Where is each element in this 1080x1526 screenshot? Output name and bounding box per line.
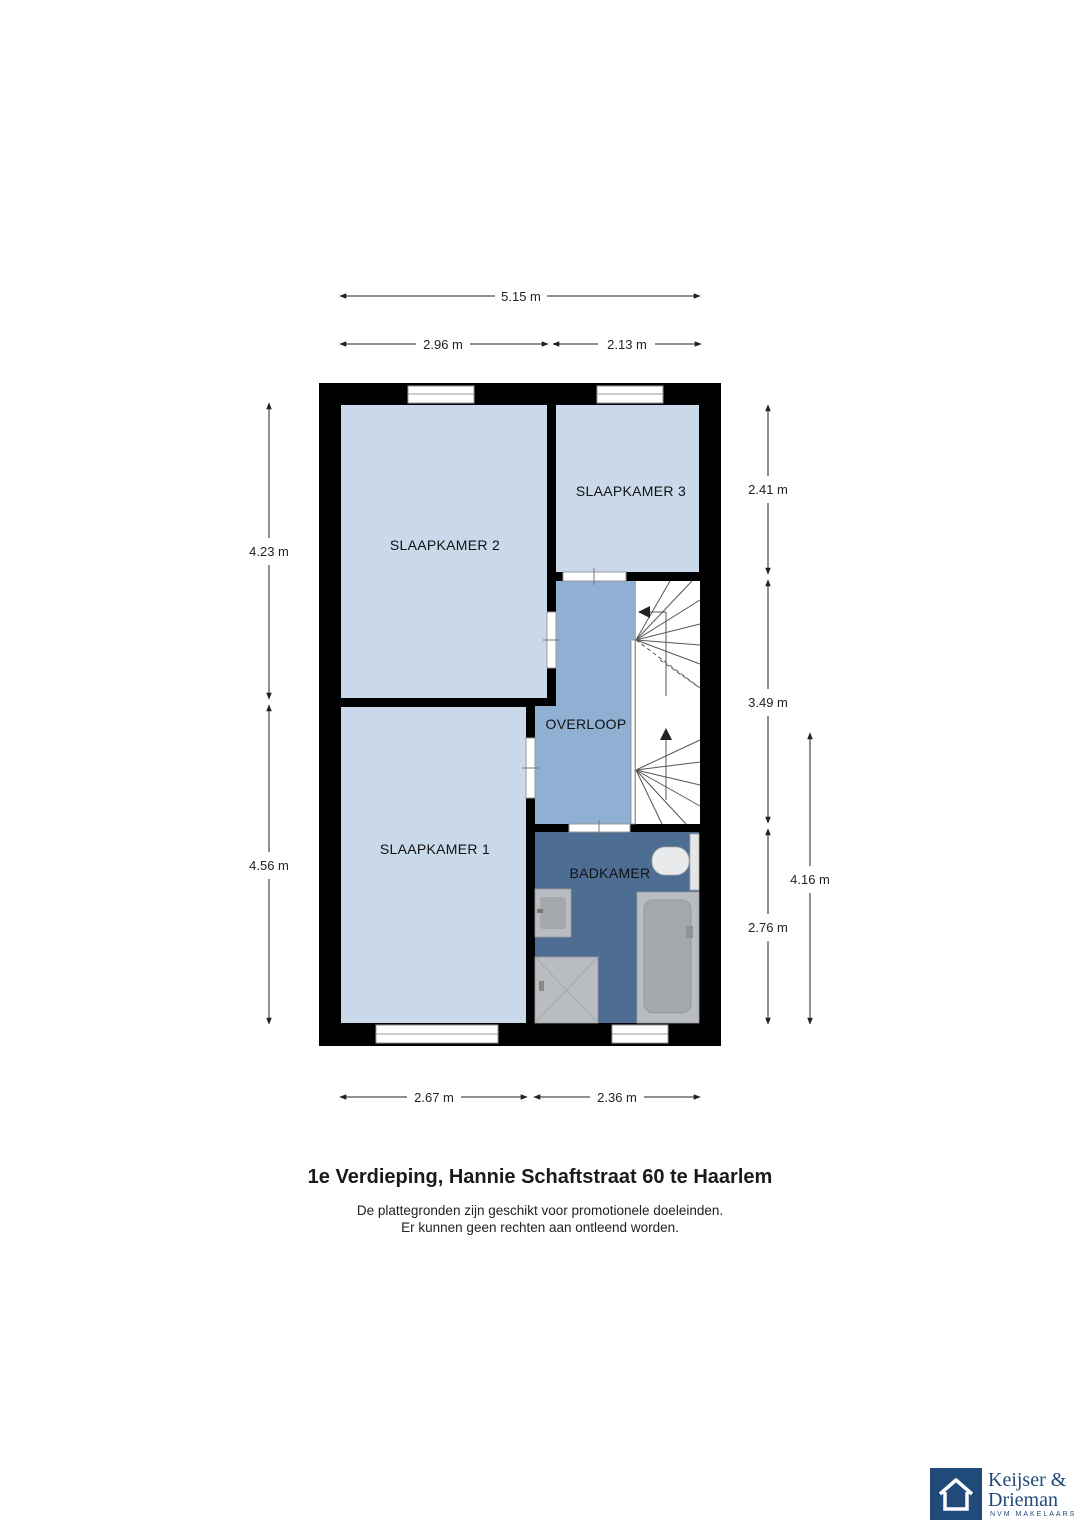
- dimension-right-outer: 4.16 m: [790, 732, 830, 1025]
- dimension-label: 5.15 m: [501, 289, 541, 304]
- dimension-right-lower: 2.76 m: [748, 828, 788, 1025]
- dimension-bottom-right: 2.36 m: [533, 1090, 701, 1105]
- room-slaapkamer-1: [341, 707, 526, 1023]
- shower-icon: [534, 956, 599, 1024]
- dimension-top-left: 2.96 m: [339, 337, 549, 352]
- dimension-top-right: 2.13 m: [552, 337, 702, 352]
- dimension-bottom-left: 2.67 m: [339, 1090, 528, 1105]
- dimension-label: 2.96 m: [423, 337, 463, 352]
- room-slaapkamer-2: [341, 405, 547, 698]
- dimension-label: 2.13 m: [607, 337, 647, 352]
- room-overloop: [556, 581, 636, 706]
- room-label-slaapkamer-2: SLAAPKAMER 2: [390, 537, 500, 553]
- stair-arrow-icon: [660, 728, 672, 740]
- logo-line-2: Drieman: [988, 1489, 1058, 1511]
- logo-subtitle: NVM MAKELAARS: [990, 1511, 1077, 1518]
- dimension-label: 4.23 m: [249, 544, 289, 559]
- dimension-left-lower: 4.56 m: [249, 704, 289, 1025]
- room-slaapkamer-3: [556, 405, 699, 572]
- bathtub-icon: [636, 891, 700, 1024]
- dimension-label: 2.41 m: [748, 482, 788, 497]
- brand-logo: Keijser & Drieman NVM MAKELAARS: [930, 1468, 1075, 1520]
- dimension-left-upper: 4.23 m: [249, 402, 289, 700]
- room-label-overloop: OVERLOOP: [546, 716, 627, 732]
- room-label-slaapkamer-1: SLAAPKAMER 1: [380, 841, 490, 857]
- room-overloop-lower: [535, 706, 636, 824]
- toilet-icon: [651, 833, 700, 891]
- stair-arrow-icon: [638, 606, 650, 618]
- room-label-badkamer: BADKAMER: [570, 865, 651, 881]
- dimension-label: 2.76 m: [748, 920, 788, 935]
- house-icon: [930, 1468, 982, 1520]
- logo-line-1: Keijser &: [988, 1469, 1067, 1491]
- sink-icon: [534, 888, 572, 938]
- disclaimer-line-2: Er kunnen geen rechten aan ontleend word…: [401, 1220, 679, 1235]
- dimension-top-total: 5.15 m: [339, 289, 701, 304]
- page-title: 1e Verdieping, Hannie Schaftstraat 60 te…: [307, 1166, 773, 1188]
- dimension-label: 4.16 m: [790, 872, 830, 887]
- disclaimer-line-1: De plattegronden zijn geschikt voor prom…: [356, 1203, 724, 1218]
- dimension-label: 3.49 m: [748, 695, 788, 710]
- dimension-right-middle: 3.49 m: [748, 579, 788, 824]
- staircase: [630, 580, 701, 825]
- dimension-right-upper: 2.41 m: [748, 404, 788, 575]
- dimension-label: 4.56 m: [249, 858, 289, 873]
- room-label-slaapkamer-3: SLAAPKAMER 3: [576, 483, 686, 499]
- dimension-label: 2.36 m: [597, 1090, 637, 1105]
- dimension-label: 2.67 m: [414, 1090, 454, 1105]
